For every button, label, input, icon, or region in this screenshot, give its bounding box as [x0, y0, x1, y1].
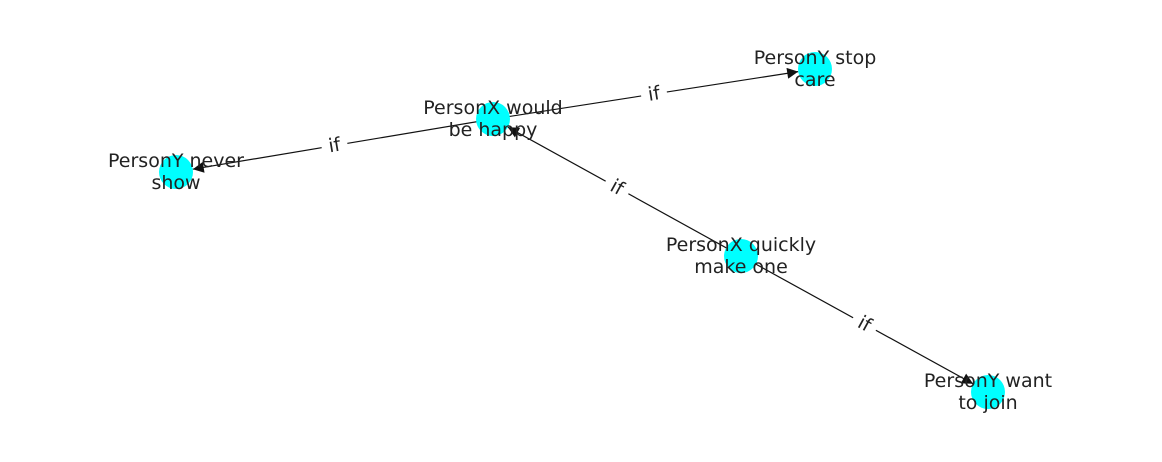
node-label-line: be happy — [449, 119, 538, 141]
edge-label-background — [639, 79, 669, 109]
edge-label-group: if — [846, 306, 883, 342]
node-n3 — [159, 155, 193, 189]
node-label-line: to join — [958, 392, 1017, 414]
node-label-line: PersonX quickly — [666, 234, 816, 256]
nodes-layer — [159, 52, 1005, 409]
node-n4 — [724, 239, 758, 273]
edge-label-group: if — [639, 79, 669, 109]
node-label-line: care — [794, 69, 835, 91]
edge-label: if — [646, 82, 662, 106]
edge-label-group: if — [319, 130, 350, 161]
edge-label-background — [319, 130, 350, 161]
node-n1 — [476, 102, 510, 136]
node-label-line: show — [151, 172, 200, 194]
node-label-line: make one — [694, 256, 788, 278]
node-label-line: PersonY stop — [754, 47, 877, 69]
edge-label-background — [599, 169, 635, 206]
node-label-line: PersonY want — [924, 370, 1052, 392]
node-label-line: PersonY never — [108, 150, 244, 172]
edge-label-background — [846, 306, 883, 342]
edge-label-group: if — [599, 169, 635, 206]
node-n5 — [971, 375, 1005, 409]
node-label-line: PersonX would — [423, 97, 562, 119]
node-n2 — [798, 52, 832, 86]
edge-label: if — [327, 133, 344, 157]
edges-layer — [192, 67, 974, 385]
